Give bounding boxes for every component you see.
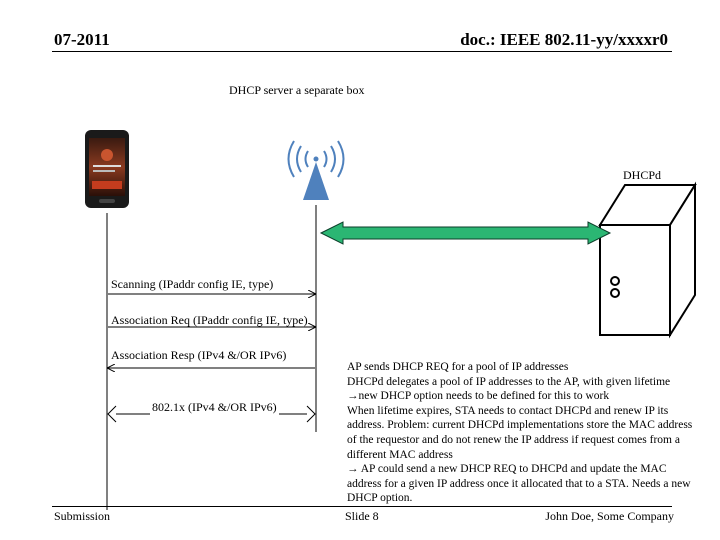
note-line: AP sends DHCP REQ for a pool of IP addre… [347,361,569,373]
message-association-resp: Association Resp (IPv4 &/OR IPv6) [111,348,287,362]
access-point-icon [287,140,345,200]
note-line: When lifetime expires, STA needs to cont… [347,404,693,461]
dot1x-arrowhead-left [107,405,117,423]
header-doc-id: doc.: IEEE 802.11-yy/xxxxr0 [460,30,668,49]
footer-rule [52,506,672,507]
server-label: DHCPd [623,168,662,182]
footer-author: John Doe, Some Company [545,509,674,523]
diagram-title: DHCP server a separate box [229,83,365,97]
ap-dhcpd-link-arrow [319,221,612,245]
footer-submission: Submission [54,509,111,523]
notes-text-block: AP sends DHCP REQ for a pool of IP addre… [347,360,697,506]
dot1x-arrowhead-right [306,405,316,423]
message-8021x: 802.1x (IPv4 &/OR IPv6) [150,400,279,415]
note-line: →new DHCP option needs to be defined for… [347,390,610,403]
note-line: → AP could send a new DHCP REQ to DHCPd … [347,463,691,505]
header-date: 07-2011 [54,30,110,49]
header-rule [52,51,672,52]
footer-slide-number: Slide 8 [345,509,379,523]
note-line: DHCPd delegates a pool of IP addresses t… [347,375,671,388]
message-scanning: Scanning (IPaddr config IE, type) [111,277,274,291]
message-association-req: Association Req (IPaddr config IE, type) [111,313,308,327]
smartphone-icon [85,130,129,208]
server-icon [598,181,697,339]
